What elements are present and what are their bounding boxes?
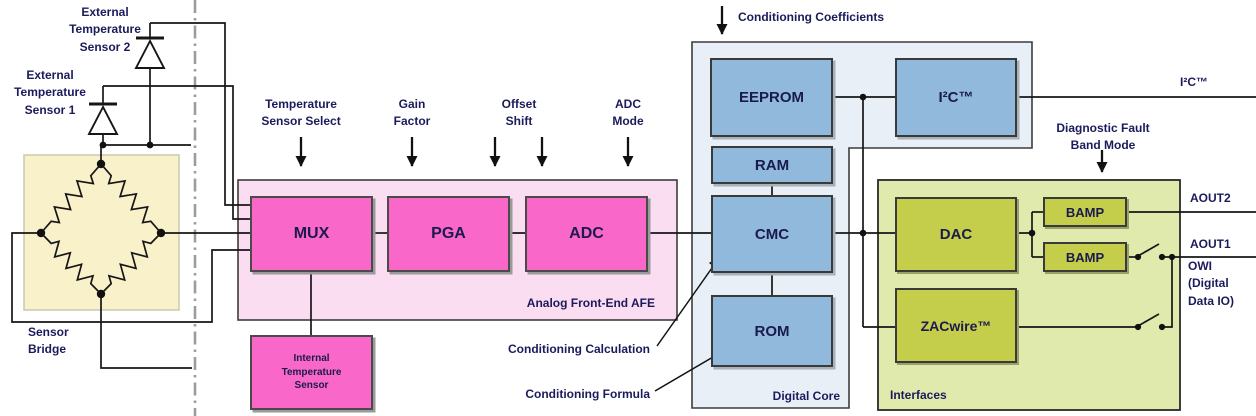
- offset-shift-label: Offset Shift: [501, 97, 537, 129]
- bridge-resistor-icon: [40, 163, 102, 234]
- arrow-conditioning-calculation: [656, 257, 720, 347]
- bridge-resistor-icon: [100, 232, 162, 295]
- ext-temp-sensor1-label: External Temperature Sensor 1: [14, 68, 86, 117]
- conditioning-coefficients-label: Conditioning Coefficients: [738, 10, 884, 24]
- diode-icon-sensor1: [87, 86, 119, 145]
- sensor-bridge-region: [23, 154, 180, 311]
- cmc-block: CMC: [711, 195, 833, 273]
- diode-icon-sensor2: [134, 23, 166, 145]
- sensor-bridge-label: Sensor Bridge: [28, 325, 69, 357]
- junction-dots: [859, 93, 1176, 331]
- switch-icon-aout1: [1127, 243, 1256, 258]
- signal-wiring: [310, 96, 1256, 335]
- i2c-output-label: I²C™: [1180, 75, 1208, 89]
- diagnostic-fault-band-mode-label: Diagnostic Fault Band Mode: [1056, 121, 1150, 153]
- temp-sensor-select-label: Temperature Sensor Select: [261, 97, 341, 129]
- mux-block: MUX: [250, 196, 373, 272]
- bamp-top-block: BAMP: [1043, 197, 1127, 227]
- output-switches: [1015, 243, 1256, 328]
- annotation-arrows: [295, 6, 1108, 173]
- zacwire-block: ZACwire™: [895, 288, 1017, 363]
- wheatstone-bridge-icon: [40, 163, 162, 295]
- aout1-output-label: AOUT1: [1190, 237, 1231, 251]
- bridge-node-dots: [36, 141, 166, 299]
- interfaces-region-label: Interfaces: [890, 388, 947, 402]
- sensor-wiring: [11, 22, 256, 369]
- bridge-resistor-icon: [40, 232, 102, 295]
- ram-block: RAM: [711, 146, 833, 184]
- owi-output-label: OWI (Digital Data IO): [1188, 259, 1235, 308]
- adc-block: ADC: [525, 196, 648, 272]
- eeprom-block: EEPROM: [710, 58, 833, 137]
- dac-block: DAC: [895, 197, 1017, 272]
- ext-temp-sensor2-label: External Temperature Sensor 2: [69, 5, 141, 54]
- bamp-bottom-block: BAMP: [1043, 242, 1127, 272]
- pga-block: PGA: [387, 196, 510, 272]
- rom-block: ROM: [711, 295, 833, 367]
- conditioning-calculation-label: Conditioning Calculation: [508, 342, 650, 356]
- digital-core-region-label: Digital Core: [772, 389, 840, 403]
- bridge-resistor-icon: [100, 163, 162, 234]
- i2c-block: I²C™: [895, 58, 1017, 137]
- conditioning-formula-label: Conditioning Formula: [525, 387, 650, 401]
- gain-factor-label: Gain Factor: [393, 97, 431, 129]
- afe-region-label: Analog Front-End AFE: [526, 296, 655, 310]
- internal-temperature-sensor-block: Internal Temperature Sensor: [250, 335, 373, 410]
- aout2-output-label: AOUT2: [1190, 191, 1231, 205]
- switch-icon-owi: [1015, 257, 1173, 328]
- adc-mode-label: ADC Mode: [612, 97, 644, 129]
